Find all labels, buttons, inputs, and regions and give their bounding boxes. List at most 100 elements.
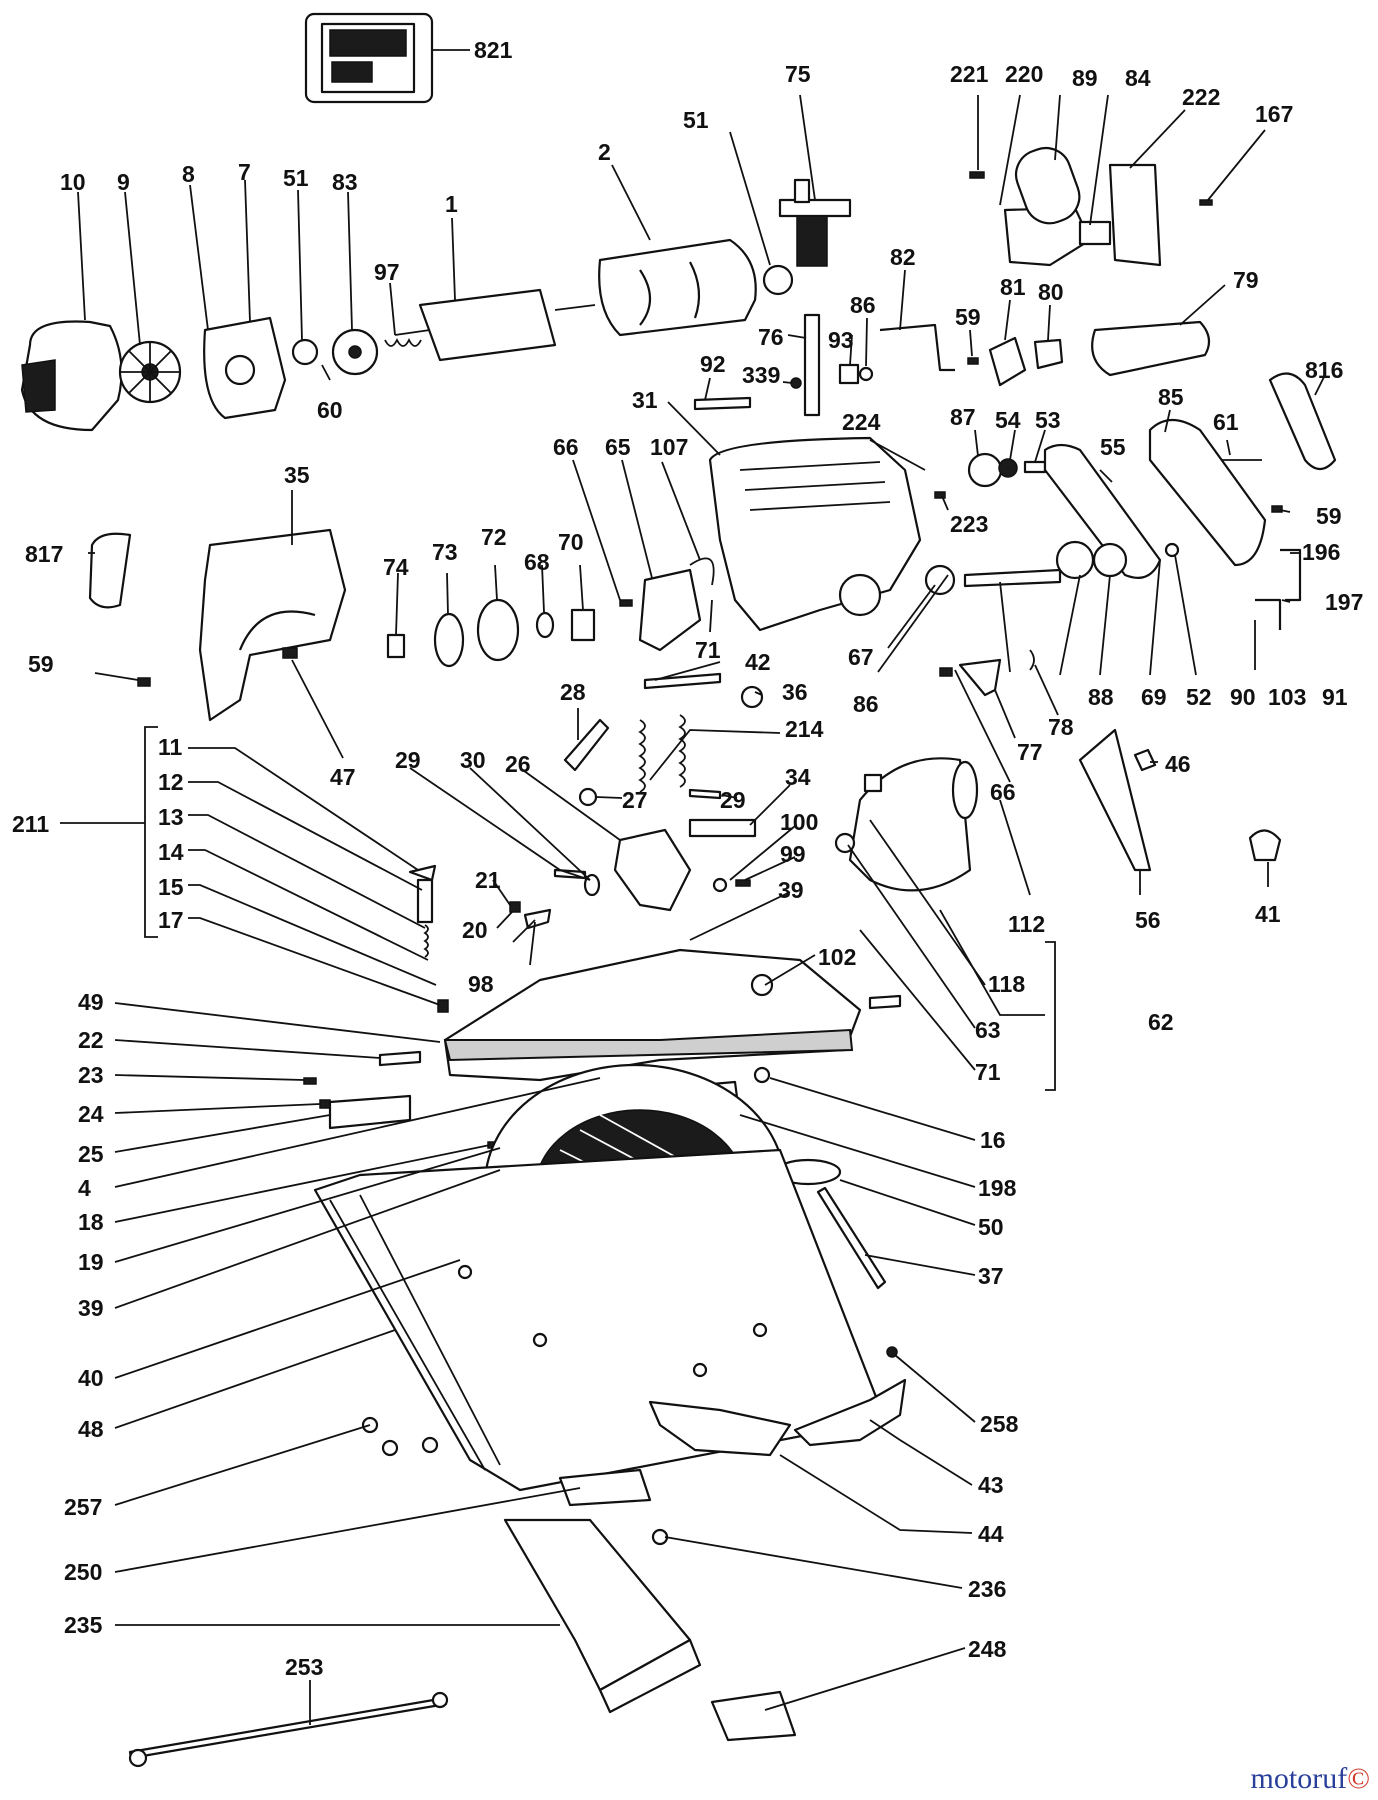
- part-bolt-92: [693, 396, 752, 411]
- callout-223: 223: [950, 511, 988, 537]
- callout-37: 37: [978, 1263, 1004, 1289]
- callout-51a: 51: [283, 165, 309, 191]
- part-pin-221: [969, 171, 985, 179]
- part-54: [998, 458, 1018, 478]
- part-84: [1078, 220, 1112, 246]
- part-59a: [967, 357, 979, 365]
- callout-248: 248: [968, 1636, 1007, 1662]
- part-66a: [619, 599, 633, 607]
- callout-76: 76: [758, 324, 784, 350]
- callout-87: 87: [950, 404, 976, 430]
- stator-slot: [639, 261, 701, 326]
- part-81: [988, 336, 1027, 387]
- support-rail: [443, 1028, 854, 1062]
- callout-26: 26: [505, 751, 531, 777]
- callout-20: 20: [462, 917, 488, 943]
- callout-72: 72: [481, 524, 507, 550]
- callout-98: 98: [468, 971, 494, 997]
- callout-2: 2: [598, 139, 611, 165]
- part-17: [437, 999, 449, 1013]
- part-56: [1078, 728, 1152, 872]
- part-pivot-26: [613, 828, 692, 912]
- callout-112: 112: [1008, 911, 1045, 937]
- callout-91: 91: [1322, 684, 1348, 710]
- part-236: [651, 1528, 669, 1546]
- callout-817: 817: [25, 541, 63, 567]
- part-118: [863, 773, 883, 793]
- callout-43: 43: [978, 1472, 1004, 1498]
- callout-21: 21: [475, 867, 501, 893]
- callout-77: 77: [1017, 739, 1043, 765]
- part-817: [88, 532, 132, 609]
- part-pin-42: [643, 672, 722, 690]
- part-bearing-1: [291, 338, 319, 366]
- callout-214: 214: [785, 716, 824, 742]
- callout-90: 90: [1230, 684, 1256, 710]
- callout-236: 236: [968, 1576, 1006, 1602]
- part-47: [282, 647, 298, 659]
- part-bevel-support: [443, 948, 862, 1082]
- callout-35: 35: [284, 462, 310, 488]
- part-foot-257b: [381, 1439, 399, 1457]
- callout-65: 65: [605, 434, 631, 460]
- part-bolt-102: [868, 994, 902, 1010]
- part-capacitor-89: [1014, 146, 1081, 225]
- callout-39b: 39: [78, 1295, 104, 1321]
- part-93: [838, 363, 860, 385]
- callout-99: 99: [780, 841, 806, 867]
- callout-18: 18: [78, 1209, 104, 1235]
- callout-198: 198: [978, 1175, 1017, 1201]
- part-66b: [939, 667, 953, 677]
- part-lever-28: [563, 718, 610, 772]
- part-86a: [858, 366, 874, 382]
- callout-63: 63: [975, 1017, 1001, 1043]
- callout-46: 46: [1165, 751, 1191, 777]
- callout-8: 8: [182, 161, 195, 187]
- part-brush-holder: [778, 178, 852, 267]
- part-armature: [418, 288, 557, 362]
- part-53: [1023, 460, 1047, 474]
- plate-text-block-2: [331, 61, 373, 83]
- part-fan: [118, 340, 182, 404]
- callout-68: 68: [524, 549, 550, 575]
- callout-59c: 59: [28, 651, 54, 677]
- callout-29a: 29: [395, 747, 421, 773]
- part-foot-257c: [421, 1436, 439, 1454]
- callout-47: 47: [330, 764, 356, 790]
- callout-74: 74: [383, 554, 409, 580]
- callout-73: 73: [432, 539, 458, 565]
- part-stator: [598, 238, 757, 337]
- part-cover-222: [1108, 163, 1162, 267]
- callout-167: 167: [1255, 101, 1293, 127]
- part-87: [967, 452, 1003, 488]
- group-bracket-211: [144, 726, 158, 938]
- part-36: [740, 685, 764, 709]
- callout-55: 55: [1100, 434, 1126, 460]
- callout-22: 22: [78, 1027, 104, 1053]
- part-816: [1268, 372, 1337, 471]
- callout-41: 41: [1255, 901, 1281, 927]
- callout-100: 100: [780, 809, 818, 835]
- part-112: [951, 760, 979, 820]
- callout-19: 19: [78, 1249, 104, 1275]
- callout-75: 75: [785, 61, 811, 87]
- callout-816: 816: [1305, 357, 1343, 383]
- callout-102: 102: [818, 944, 856, 970]
- callout-83: 83: [332, 169, 358, 195]
- part-spring-214b: [678, 714, 686, 788]
- part-77: [958, 658, 1002, 697]
- watermark-brand: motoruf: [1250, 1762, 1348, 1795]
- part-spring-214a: [638, 719, 646, 793]
- callout-11: 11: [158, 734, 183, 760]
- part-67: [924, 564, 956, 596]
- part-bearing-2: [762, 264, 794, 296]
- part-74: [386, 633, 406, 659]
- callout-40: 40: [78, 1365, 104, 1391]
- callout-70: 70: [558, 529, 584, 555]
- callout-118: 118: [988, 971, 1025, 997]
- callout-821: 821: [474, 37, 513, 63]
- callout-7: 7: [238, 159, 251, 185]
- armature-shaft: [394, 304, 596, 336]
- callout-59b: 59: [1316, 503, 1342, 529]
- part-103: [1164, 542, 1180, 558]
